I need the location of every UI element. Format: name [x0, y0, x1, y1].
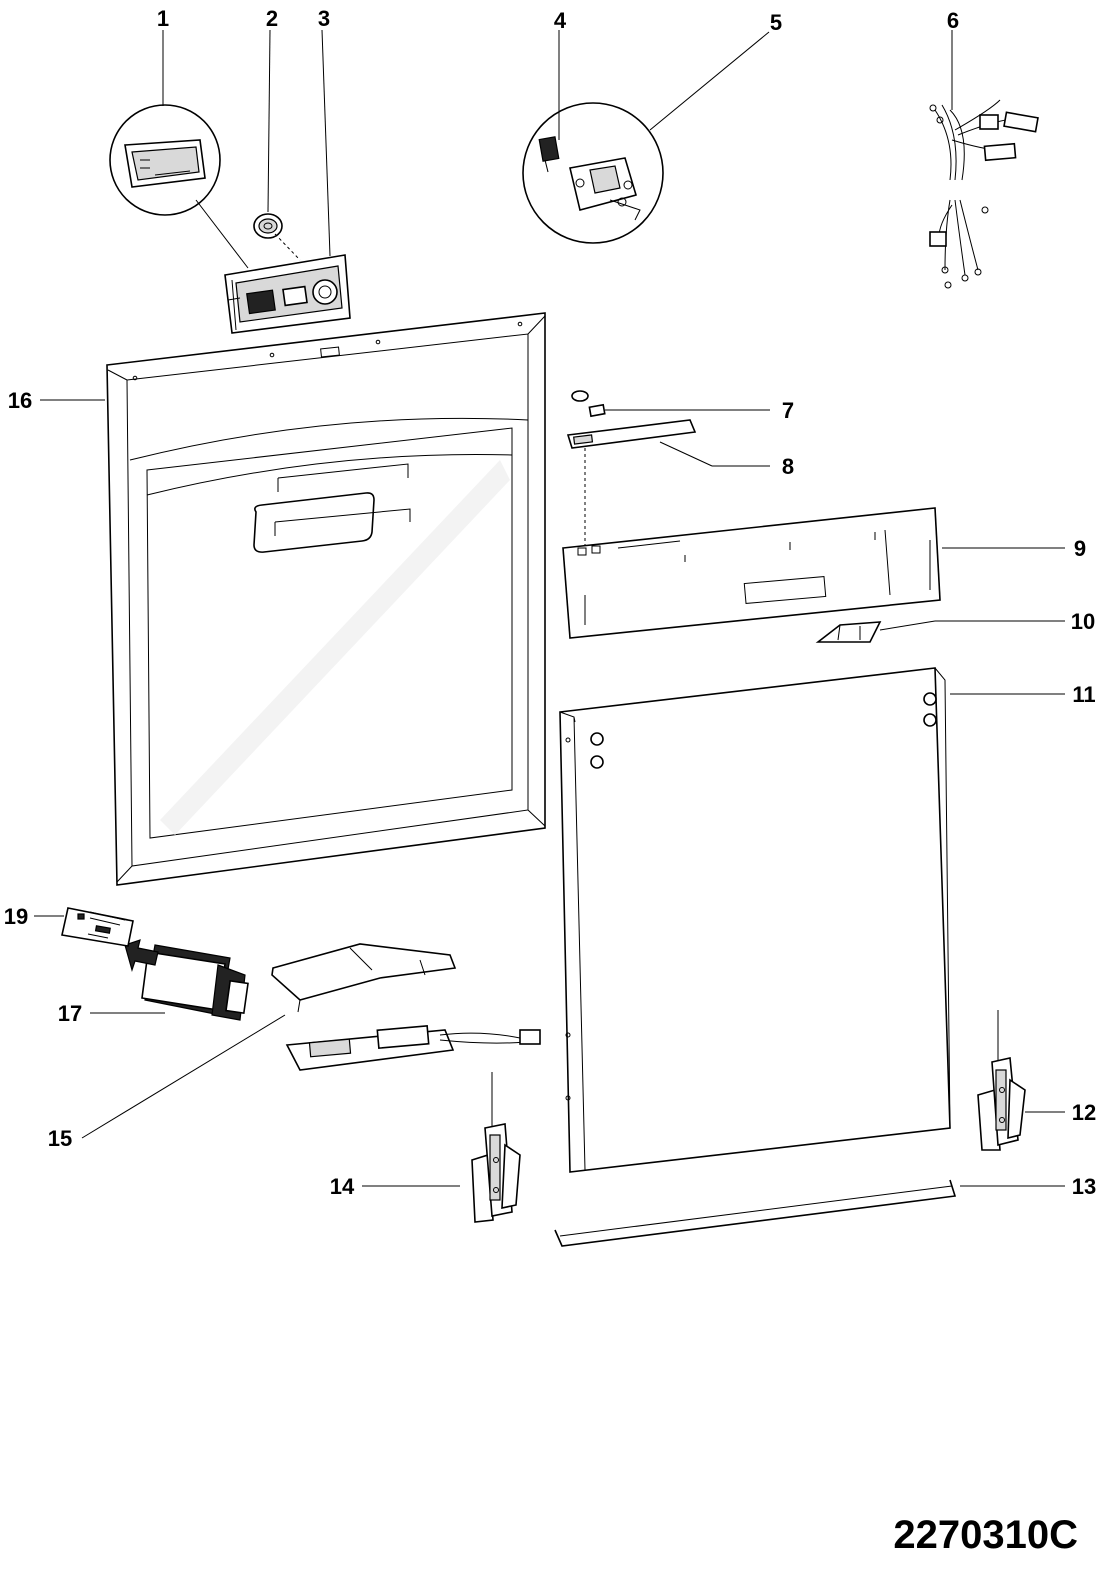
- leader-line-5: [649, 31, 770, 131]
- leader-line-3: [321, 29, 331, 257]
- callout-19: 19: [4, 904, 28, 929]
- callout-9: 9: [1074, 536, 1086, 561]
- wiring-harness-part: [929, 99, 1039, 289]
- microswitch-part: [538, 136, 560, 173]
- left-hinge-part: [471, 1072, 521, 1223]
- electronic-module-part: [124, 939, 249, 1021]
- callout-14: 14: [330, 1174, 355, 1199]
- outer-door-panel-part: [559, 667, 951, 1173]
- dispenser-cap-part: [253, 213, 301, 261]
- callout-2: 2: [266, 6, 278, 31]
- leader-line-15: [81, 1014, 286, 1139]
- callout-10: 10: [1071, 609, 1095, 634]
- leader-line-10: [879, 620, 936, 631]
- right-hinge-part: [977, 1010, 1026, 1151]
- drawing-code: 2270310C: [893, 1513, 1078, 1557]
- callout-7: 7: [782, 398, 794, 423]
- leader-line-8: [659, 441, 713, 467]
- callout-16: 16: [8, 388, 32, 413]
- panel-bracket-part: [815, 621, 882, 643]
- rating-label-part: [61, 907, 134, 947]
- callout-3: 3: [318, 6, 330, 31]
- bottom-rod-part: [554, 1179, 957, 1247]
- detergent-dispenser-part: [224, 254, 351, 334]
- door-lock-detail: [522, 102, 664, 244]
- callout-5: 5: [770, 10, 782, 35]
- electronic-board-part: [271, 943, 541, 1071]
- callout-8: 8: [782, 454, 794, 479]
- callout-13: 13: [1072, 1174, 1096, 1199]
- callout-1: 1: [157, 6, 169, 31]
- control-panel-part: [562, 507, 941, 639]
- button-holder-part: [566, 390, 697, 545]
- dispenser-cover-detail: [109, 104, 249, 269]
- callout-4: 4: [554, 8, 567, 33]
- callout-11: 11: [1072, 682, 1095, 707]
- callout-15: 15: [48, 1126, 72, 1151]
- leader-line-2: [267, 29, 271, 213]
- callout-12: 12: [1072, 1100, 1096, 1125]
- callout-17: 17: [58, 1001, 82, 1026]
- inner-door-panel-part: [106, 312, 546, 886]
- callout-6: 6: [947, 8, 959, 33]
